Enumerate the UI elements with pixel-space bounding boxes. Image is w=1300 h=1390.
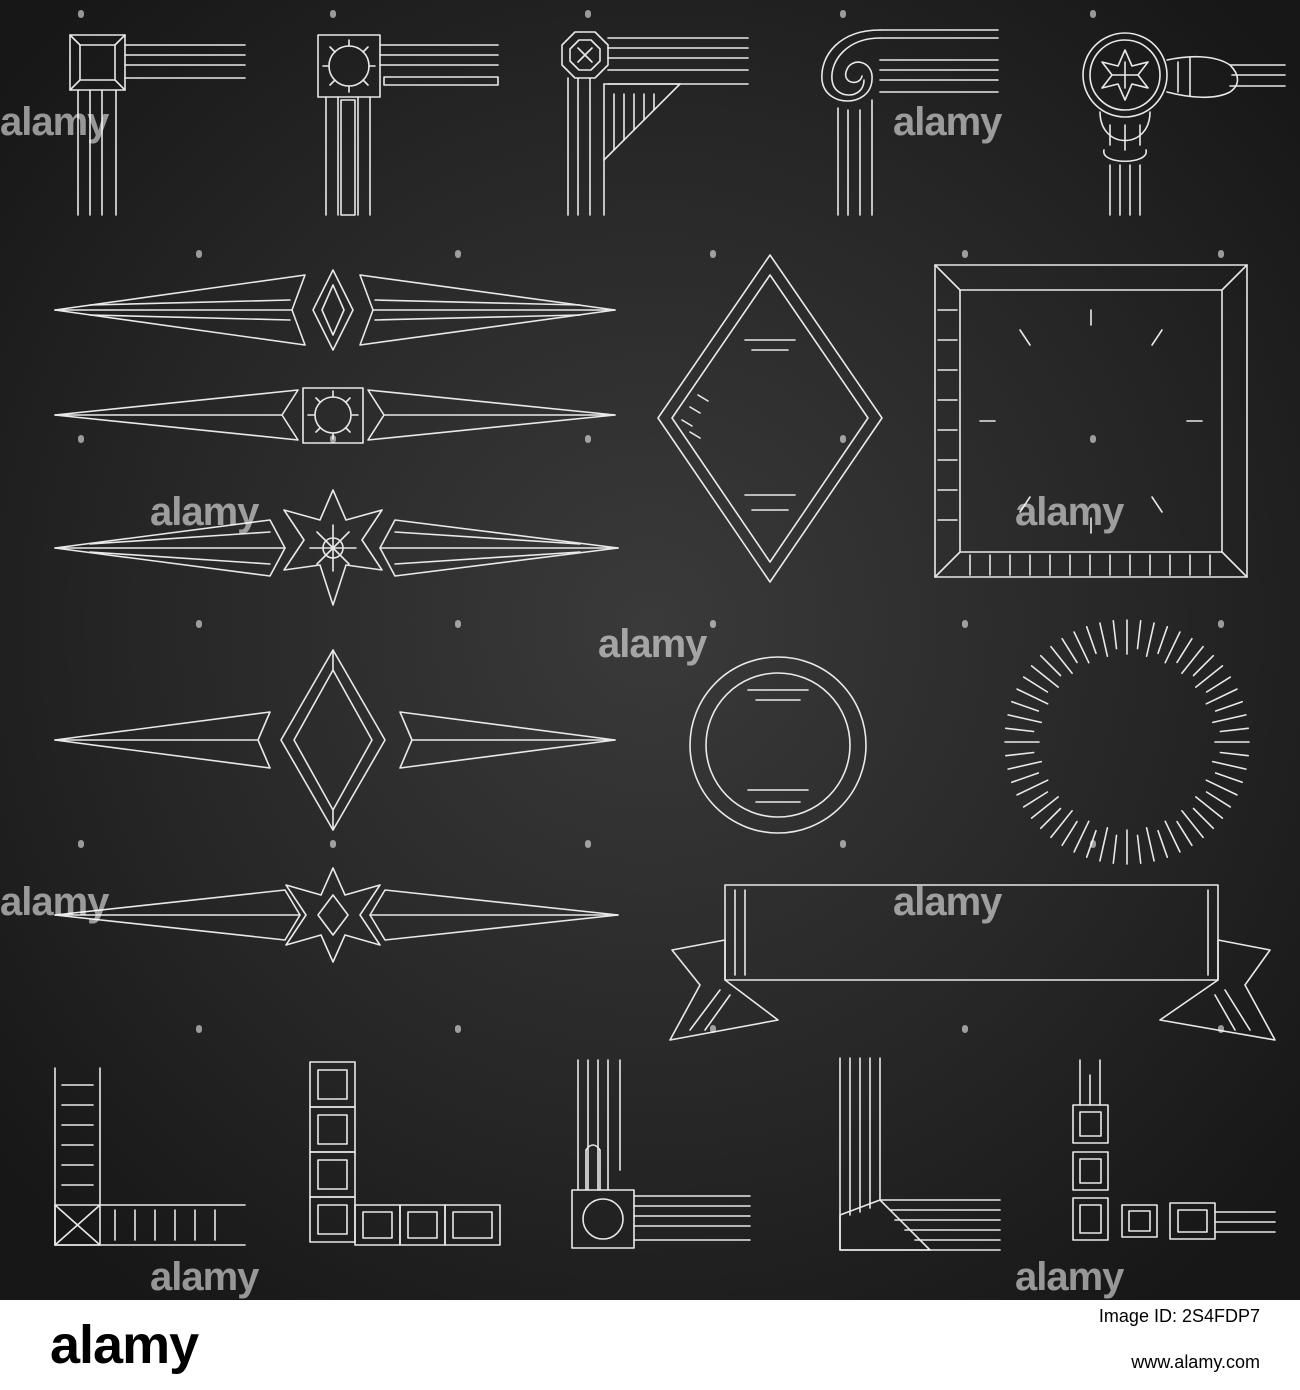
starburst-ray [1145,826,1155,862]
corner-l-1 [54,1067,246,1246]
corner-l-5 [1072,1059,1276,1241]
starburst-ray [1205,779,1238,796]
watermark: alamy [150,490,259,534]
starburst-ray [1181,809,1204,839]
starburst-ray [1212,760,1247,770]
starburst-ray [1205,676,1232,693]
starburst-ray [1061,820,1078,847]
watermark: alamy [0,880,109,924]
frame-circle [689,656,867,834]
ornaments-svg [0,0,1300,1300]
corner-l-3 [571,1059,751,1249]
starburst-ray [1016,779,1049,796]
starburst-ray [1112,834,1118,865]
starburst-ray [1030,796,1059,819]
starburst-ray [1214,700,1243,712]
starburst-ray [1039,807,1062,830]
corner-ornament-3 [561,31,749,216]
starburst-ray [1219,751,1249,757]
watermark: alamy [0,100,109,144]
starburst-ray [1176,637,1193,664]
starburst-ray [1016,688,1049,705]
starburst-ray [1004,727,1035,733]
starburst-ray [1061,637,1078,664]
starburst-ray [1145,622,1155,658]
site-url[interactable]: www.alamy.com [1131,1352,1260,1372]
starburst-ray [1214,772,1243,784]
starburst-ray [1181,645,1204,675]
starburst-ray [1010,772,1040,784]
watermark: alamy [893,100,1002,144]
stock-footer-bar: alamy Image ID: 2S4FDP7 www.alamy.com [0,1300,1300,1390]
watermark: alamy [1015,1255,1124,1299]
watermark-markers [78,10,1224,1033]
watermark: alamy [1015,490,1124,534]
watermark: alamy [598,622,707,666]
starburst-ray [1050,809,1073,839]
starburst-ray [1192,654,1215,677]
starburst-ray [1192,807,1215,830]
watermark: alamy [150,1255,259,1299]
starburst-ray [1136,619,1142,650]
starburst-ray [1050,645,1073,675]
starburst-ray [1157,625,1169,655]
corner-l-2 [309,1061,501,1246]
starburst-ray [1195,796,1224,819]
image-id-label: Image ID: 2S4FDP7 [1098,1306,1260,1326]
starburst-ray [1157,829,1169,859]
starburst-ray [1007,714,1042,724]
starburst-ray [1195,665,1224,688]
starburst-ray [1085,625,1097,655]
starburst-ray [1073,820,1090,853]
starburst-ray [1022,676,1049,693]
starburst-ray [1004,751,1035,757]
corner-ornament-4 [821,29,999,216]
divider-gem [54,649,616,831]
divider-star [54,489,619,606]
divider-diamond [54,269,616,351]
starburst-ray [1099,622,1109,658]
corner-l-4 [839,1057,1001,1251]
starburst-ray [1073,631,1090,664]
frame-square [934,264,1248,578]
corner-ornament-1 [69,34,246,216]
starburst-ray [1164,631,1181,664]
starburst-ray [1007,760,1042,770]
starburst-ray [1112,619,1118,650]
starburst-ray [1010,700,1040,712]
starburst-ray [1164,820,1181,853]
corner-ornament-5 [1082,32,1286,216]
divider-compass [54,867,619,963]
starburst-ray [1099,826,1109,862]
starburst-ray [1176,820,1193,847]
starburst-ray [1205,791,1232,808]
ribbon-banner [669,884,1276,1041]
starburst-ray [1212,714,1247,724]
chalkboard-ornaments-artwork: alamy alamy alamy alamy alamy alamy alam… [0,0,1300,1300]
starburst-ray [1136,834,1142,865]
starburst-ray [1219,727,1249,733]
corner-ornament-2 [317,34,499,216]
frame-diamond [657,254,883,583]
starburst-ray [1022,791,1049,808]
watermark: alamy [893,880,1002,924]
starburst-ray [1205,688,1238,705]
starburst-ray [1039,654,1062,677]
starburst-ray [1030,665,1059,688]
divider-sunburst-square [54,387,616,444]
alamy-logo[interactable]: alamy [50,1315,199,1375]
